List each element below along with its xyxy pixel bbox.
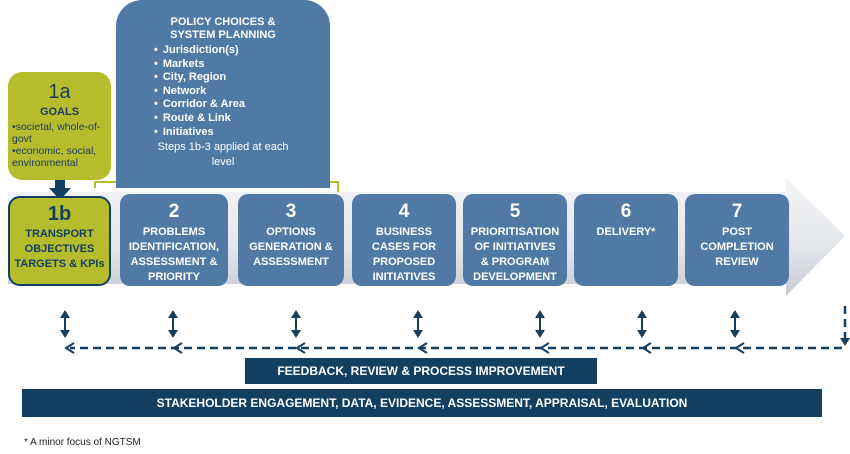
step-label-line: OF INITIATIVES bbox=[474, 241, 556, 253]
policy-title-line1: POLICY CHOICES & bbox=[170, 16, 276, 28]
goals-title: GOALS bbox=[39, 106, 80, 118]
double-arrow-icon bbox=[730, 310, 740, 338]
stakeholder-bar: STAKEHOLDER ENGAGEMENT, DATA, EVIDENCE, … bbox=[22, 389, 822, 417]
step-label-line: OPTIONS bbox=[266, 226, 316, 238]
step-number: 6 bbox=[620, 201, 632, 222]
policy-note-line1: Steps 1b-3 applied at each bbox=[157, 141, 289, 154]
policy-choices-box: POLICY CHOICES & SYSTEM PLANNING Jurisdi… bbox=[116, 0, 330, 188]
policy-item: Initiatives bbox=[154, 126, 330, 140]
stakeholder-label: STAKEHOLDER ENGAGEMENT, DATA, EVIDENCE, … bbox=[156, 396, 688, 410]
step-2-box: 2 PROBLEMS IDENTIFICATION, ASSESSMENT & … bbox=[120, 194, 228, 286]
feedback-bar: FEEDBACK, REVIEW & PROCESS IMPROVEMENT bbox=[245, 358, 597, 384]
double-arrow-icon bbox=[60, 310, 70, 338]
step-label-line: REVIEW bbox=[715, 256, 759, 268]
policy-note-line2: level bbox=[211, 156, 235, 169]
step-label-line: PROPOSED bbox=[372, 256, 436, 268]
step-label-line: CASES FOR bbox=[371, 241, 437, 253]
step-label-line: BUSINESS bbox=[375, 226, 433, 238]
step-number: 1b bbox=[47, 203, 72, 225]
step-label-line: DELIVERY* bbox=[596, 226, 656, 238]
step-label-line: PRIORITY bbox=[148, 271, 200, 283]
goals-item: societal, whole-of-govt bbox=[12, 121, 111, 145]
double-arrow-icon bbox=[535, 310, 545, 338]
double-arrow-icon bbox=[413, 310, 423, 338]
step-label-line: ASSESSMENT & bbox=[130, 256, 218, 268]
goals-item: economic, social, environmental bbox=[12, 145, 111, 169]
step-label-line: INITIATIVES bbox=[372, 271, 436, 283]
double-arrow-icon bbox=[637, 310, 647, 338]
step-4-box: 4 BUSINESS CASES FOR PROPOSED INITIATIVE… bbox=[352, 194, 456, 286]
step-label-line: TARGETS & KPIs bbox=[14, 258, 105, 270]
step-6-box: 6 DELIVERY* bbox=[574, 194, 678, 286]
step-3-box: 3 OPTIONS GENERATION & ASSESSMENT bbox=[238, 194, 344, 286]
feedback-label: FEEDBACK, REVIEW & PROCESS IMPROVEMENT bbox=[277, 364, 565, 378]
step-label-line: DEVELOPMENT bbox=[473, 271, 557, 283]
goals-list: societal, whole-of-govt economic, social… bbox=[8, 121, 111, 169]
policy-title-line2: SYSTEM PLANNING bbox=[170, 29, 276, 41]
double-arrow-icon bbox=[168, 310, 178, 338]
step-label-line: GENERATION & bbox=[249, 241, 333, 253]
goals-box: 1a GOALS societal, whole-of-govt economi… bbox=[8, 72, 111, 180]
policy-list: Jurisdiction(s) Markets City, Region Net… bbox=[116, 44, 330, 139]
step-number: 7 bbox=[731, 201, 743, 222]
step-label-line: POST bbox=[722, 226, 752, 238]
footnote: * A minor focus of NGTSM bbox=[24, 437, 141, 448]
goals-number: 1a bbox=[48, 81, 71, 103]
step-label-line: & PROGRAM bbox=[480, 256, 550, 268]
step-number: 3 bbox=[285, 201, 297, 222]
step-label-line: PROBLEMS bbox=[142, 226, 206, 238]
step-1b-box: 1b TRANSPORT OBJECTIVES TARGETS & KPIs bbox=[8, 196, 111, 286]
step-5-box: 5 PRIORITISATION OF INITIATIVES & PROGRA… bbox=[463, 194, 567, 286]
step-label-line: TRANSPORT bbox=[25, 228, 94, 240]
step-label-line: PRIORITISATION bbox=[470, 226, 560, 238]
step-number: 4 bbox=[398, 201, 410, 222]
policy-item: Markets bbox=[154, 58, 330, 72]
policy-item: Corridor & Area bbox=[154, 98, 330, 112]
step-label-line: IDENTIFICATION, bbox=[128, 241, 220, 253]
step-label-line: OBJECTIVES bbox=[24, 243, 95, 255]
step-7-box: 7 POST COMPLETION REVIEW bbox=[685, 194, 789, 286]
policy-item: Jurisdiction(s) bbox=[154, 44, 330, 58]
policy-item: Route & Link bbox=[154, 112, 330, 126]
step-number: 5 bbox=[509, 201, 521, 222]
step-label-line: ASSESSMENT bbox=[253, 256, 329, 268]
double-arrow-icon bbox=[291, 310, 301, 338]
step-label-line: COMPLETION bbox=[700, 241, 774, 253]
policy-item: City, Region bbox=[154, 71, 330, 85]
policy-item: Network bbox=[154, 85, 330, 99]
step-number: 2 bbox=[168, 201, 180, 222]
